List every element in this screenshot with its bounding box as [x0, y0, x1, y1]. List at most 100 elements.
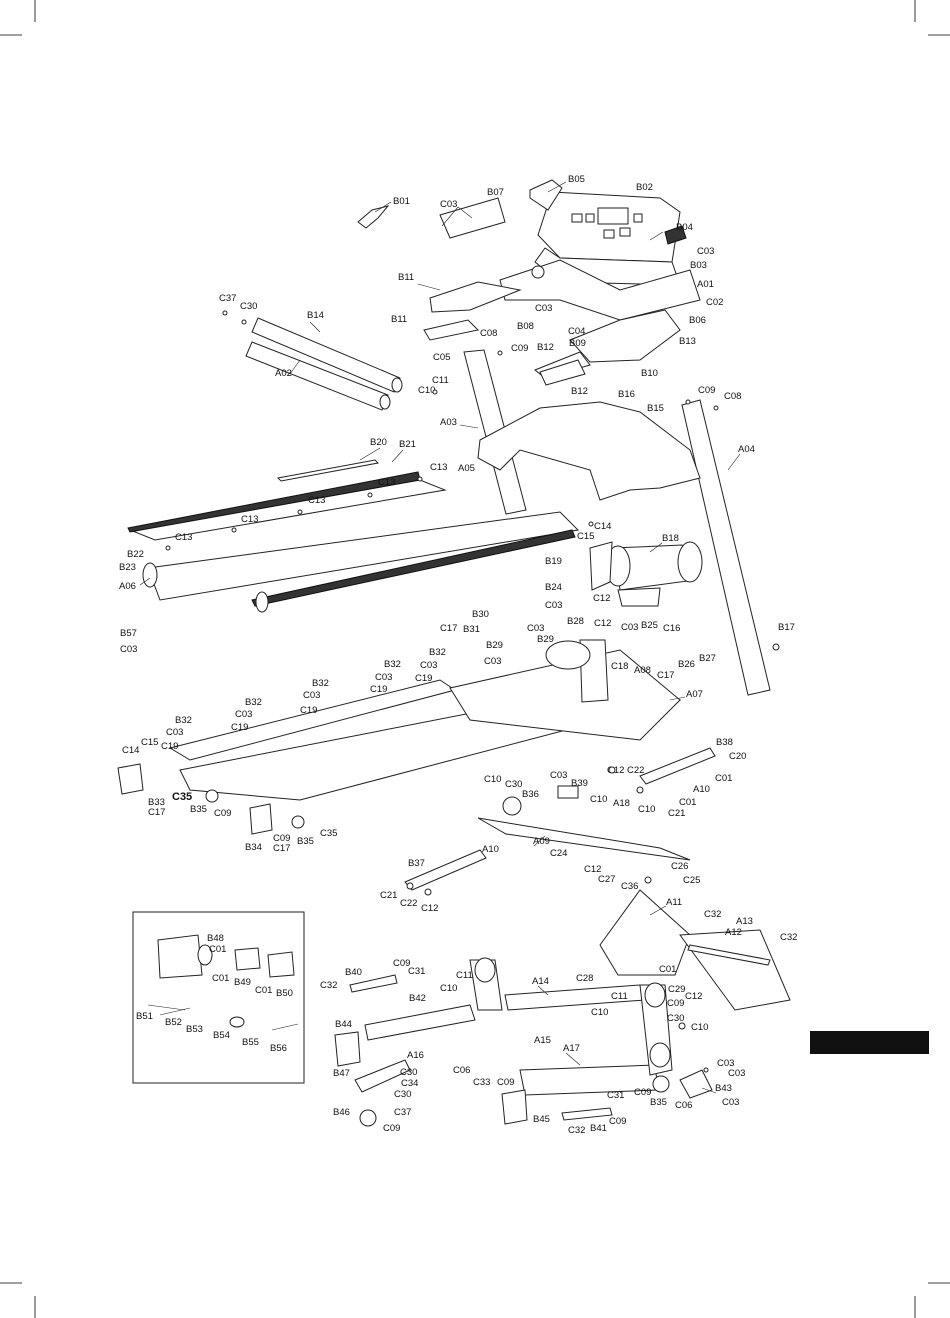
- label-b04: B04: [676, 222, 693, 233]
- label-c24: C24: [550, 848, 567, 859]
- label-b27: B27: [699, 653, 716, 664]
- label-c09: C09: [273, 833, 290, 844]
- label-c03: C03: [120, 644, 137, 655]
- label-a10: A10: [693, 784, 710, 795]
- label-b08: B08: [517, 321, 534, 332]
- label-c12: C12: [594, 618, 611, 629]
- label-c03: C03: [697, 246, 714, 257]
- label-c03: C03: [621, 622, 638, 633]
- label-b32: B32: [245, 697, 262, 708]
- label-b55: B55: [242, 1037, 259, 1048]
- label-b48: B48: [207, 933, 224, 944]
- label-b50: B50: [276, 988, 293, 999]
- label-b47: B47: [333, 1068, 350, 1079]
- label-a06: A06: [119, 581, 136, 592]
- label-c09: C09: [698, 385, 715, 396]
- label-c37: C37: [219, 293, 236, 304]
- label-c06: C06: [453, 1065, 470, 1076]
- label-b35: B35: [650, 1097, 667, 1108]
- label-b36: B36: [522, 789, 539, 800]
- label-b32: B32: [312, 678, 329, 689]
- label-b15: B15: [647, 403, 664, 414]
- label-c14: C14: [594, 521, 611, 532]
- label-b35: B35: [190, 804, 207, 815]
- label-c17: C17: [148, 807, 165, 818]
- label-c09: C09: [497, 1077, 514, 1088]
- label-a09: A09: [533, 836, 550, 847]
- label-c13: C13: [430, 462, 447, 473]
- label-c01: C01: [212, 973, 229, 984]
- label-b32: B32: [175, 715, 192, 726]
- label-c13: C13: [308, 495, 325, 506]
- label-c03: C03: [235, 709, 252, 720]
- label-c14: C14: [122, 745, 139, 756]
- label-c34: C34: [401, 1078, 418, 1089]
- label-b35: B35: [297, 836, 314, 847]
- label-b29: B29: [537, 634, 554, 645]
- label-b18: B18: [662, 533, 679, 544]
- label-c22: C22: [627, 765, 644, 776]
- label-c30: C30: [505, 779, 522, 790]
- rear-foot-b44: [334, 1031, 361, 1067]
- label-c03: C03: [717, 1058, 734, 1069]
- label-b01: B01: [393, 196, 410, 207]
- label-a01: A01: [697, 279, 714, 290]
- label-c15: C15: [141, 737, 158, 748]
- label-c29: C29: [668, 984, 685, 995]
- label-b44: B44: [335, 1019, 352, 1030]
- label-c26: C26: [671, 861, 688, 872]
- label-b45: B45: [533, 1114, 550, 1125]
- label-c09: C09: [511, 343, 528, 354]
- label-b32: B32: [384, 659, 401, 670]
- label-c03: C03: [375, 672, 392, 683]
- label-b19: B19: [545, 556, 562, 567]
- label-b28: B28: [567, 616, 584, 627]
- label-b54: B54: [213, 1030, 230, 1041]
- label-a13: A13: [736, 916, 753, 927]
- label-b52: B52: [165, 1017, 182, 1028]
- label-c01: C01: [659, 964, 676, 975]
- pivot-b43: [679, 1069, 713, 1099]
- label-c35: C35: [172, 791, 192, 803]
- rear-foot-b45: [501, 1089, 528, 1125]
- label-c22: C22: [400, 898, 417, 909]
- label-c15: C15: [577, 531, 594, 542]
- label-c12: C12: [584, 864, 601, 875]
- label-a10: A10: [482, 844, 499, 855]
- label-c03: C03: [484, 656, 501, 667]
- label-b26: B26: [678, 659, 695, 670]
- label-c03: C03: [166, 727, 183, 738]
- label-c02: C02: [706, 297, 723, 308]
- label-c03: C03: [550, 770, 567, 781]
- label-c03: C03: [728, 1068, 745, 1079]
- label-c03: C03: [545, 600, 562, 611]
- label-c30: C30: [240, 301, 257, 312]
- label-b06: B06: [689, 315, 706, 326]
- label-b37: B37: [408, 858, 425, 869]
- label-c04: C04: [568, 326, 585, 337]
- main-frame: [168, 639, 682, 801]
- label-c09: C09: [393, 958, 410, 969]
- label-a07: A07: [686, 689, 703, 700]
- label-a03: A03: [440, 417, 457, 428]
- label-b29: B29: [486, 640, 503, 651]
- label-c03: C03: [440, 199, 457, 210]
- label-c25: C25: [683, 875, 700, 886]
- label-c09: C09: [383, 1123, 400, 1134]
- label-b33: B33: [148, 797, 165, 808]
- label-b46: B46: [333, 1107, 350, 1118]
- label-b03: B03: [690, 260, 707, 271]
- label-a17: A17: [563, 1043, 580, 1054]
- label-a18: A18: [613, 798, 630, 809]
- label-c01: C01: [679, 797, 696, 808]
- label-c21: C21: [380, 890, 397, 901]
- label-c09: C09: [667, 998, 684, 1009]
- label-a08: A08: [634, 665, 651, 676]
- label-c13: C13: [378, 477, 395, 488]
- label-b12: B12: [571, 386, 588, 397]
- label-c30: C30: [667, 1013, 684, 1024]
- label-b57: B57: [120, 628, 137, 639]
- label-b13: B13: [679, 336, 696, 347]
- label-c11: C11: [456, 970, 473, 981]
- label-c19: C19: [231, 722, 248, 733]
